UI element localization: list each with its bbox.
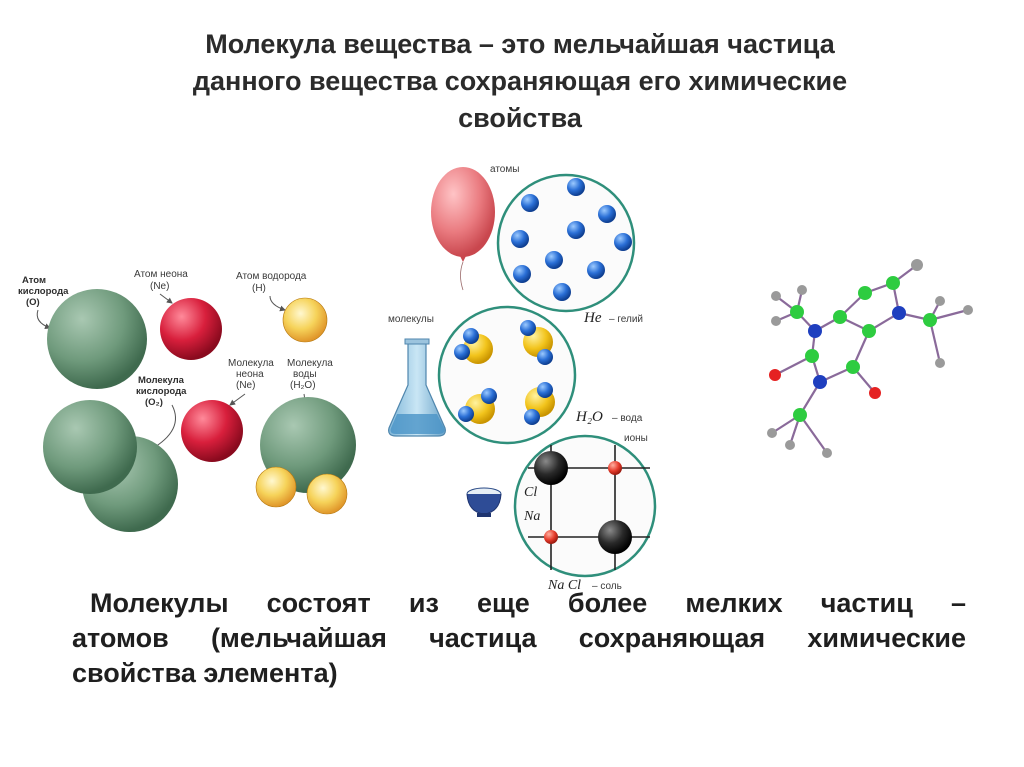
helium-name: – гелий (609, 314, 643, 325)
center-figure: атомы He – гелий молекулы (388, 164, 657, 593)
salt-lattice (528, 445, 650, 570)
hydrogen-atom-arrow (269, 295, 286, 312)
water-circle (437, 305, 577, 445)
neon-molecule-label-3: (Ne) (236, 380, 255, 391)
title-line-1: Молекула вещества – это мельчайшая части… (205, 29, 835, 59)
oxygen-molecule-label-1: Молекула (138, 375, 185, 386)
salt-bowl-icon (466, 487, 502, 517)
hydrogen-atom-sphere (282, 297, 328, 343)
caption-line-2: атомов (мельчайшая частица сохраняющая х… (72, 623, 966, 653)
salt-formula: Na Cl (547, 578, 581, 593)
neon-molecule-sphere (181, 400, 243, 462)
neon-atom-arrow (159, 293, 173, 304)
water-molecule-label-1: Молекула (287, 358, 333, 369)
flask-icon (388, 338, 446, 437)
water-name: – вода (612, 413, 643, 424)
water-molecule-label-2: воды (293, 369, 317, 380)
neon-molecule-arrow (229, 393, 246, 406)
slide-title: Молекула вещества – это мельчайшая части… (120, 26, 920, 137)
salt-name: – соль (592, 581, 622, 592)
neon-molecule-label-2: неона (236, 369, 264, 380)
oxygen-molecule-label-2: кислорода (136, 386, 187, 397)
helium-formula: He (583, 310, 602, 326)
right-molecule-model (767, 259, 973, 458)
neon-atom-sphere (160, 298, 222, 360)
oxygen-molecule-label-3: (O₂) (145, 397, 163, 408)
salt-circle (513, 434, 657, 578)
cl-label: Cl (524, 485, 537, 500)
caption-line-3: свойства элемента) (72, 658, 338, 688)
caption-line-1: Молекулы состоят из еще более мелких час… (90, 588, 966, 618)
balloon-icon (431, 167, 495, 257)
oxygen-molecule-sphere-1 (43, 400, 137, 494)
atoms-label: атомы (490, 164, 519, 175)
neon-molecule-label-1: Молекула (228, 358, 274, 369)
na-label: Na (523, 509, 540, 524)
left-figure: Атом кислорода (О) Атом неона (Ne) Атом … (18, 269, 356, 532)
ions-label: ионы (624, 433, 648, 444)
helium-atoms (511, 178, 632, 301)
oxygen-atom-label-2: кислорода (18, 286, 69, 297)
oxygen-atom-label-3: (О) (26, 297, 40, 308)
water-hydrogen-sphere-2 (306, 473, 348, 515)
title-line-2: данного вещества сохраняющая его химичес… (192, 66, 848, 96)
oxygen-atom-label-1: Атом (22, 275, 46, 286)
hydrogen-atom-label-2: (Н) (252, 283, 266, 294)
oxygen-atom-sphere (47, 289, 147, 389)
water-molecule-label-3: (H₂O) (290, 380, 316, 391)
water-molecules (454, 320, 555, 425)
water-hydrogen-sphere-1 (255, 466, 297, 508)
water-formula: H₂O (575, 409, 603, 425)
hydrogen-atom-label-1: Атом водорода (236, 271, 307, 282)
caption-paragraph: Молекулы состоят из еще более мелких час… (72, 586, 966, 691)
title-line-3: свойства (458, 103, 582, 133)
neon-atom-label-1: Атом неона (134, 269, 188, 280)
oxygen-atom-arrow (36, 309, 51, 330)
molecules-label: молекулы (388, 314, 434, 325)
neon-atom-label-2: (Ne) (150, 281, 169, 292)
